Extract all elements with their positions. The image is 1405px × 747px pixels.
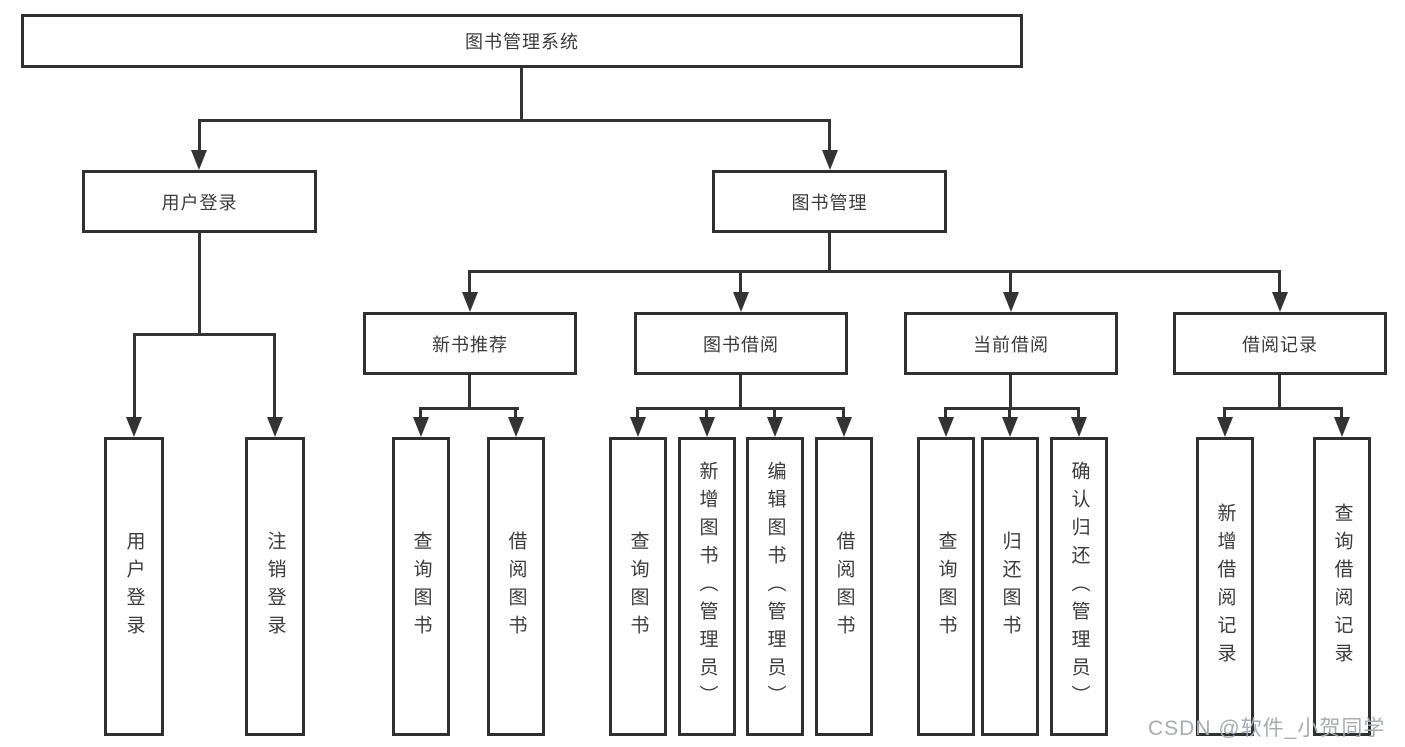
connector-currentborrow-stub-2 [1008,407,1011,419]
arrow-down-icon [1071,417,1087,437]
connector-userlogin-vline [198,233,201,335]
leaf-add-book-admin: 新增图书（管理员） [678,437,736,736]
leaf-query-book-rec-label: 查询图书 [410,530,432,643]
connector-root-stub-left [198,119,201,153]
connector-bookborrow-stub-2 [705,407,708,419]
arrow-down-icon [1334,417,1350,437]
connector-currentborrow-hline [944,407,1080,410]
arrow-down-icon [267,417,283,437]
node-book-mgmt: 图书管理 [712,170,947,233]
connector-root-vline [520,68,523,122]
arrow-down-icon [938,417,954,437]
connector-root-stub-right [828,119,831,153]
node-new-book-rec-label: 新书推荐 [432,334,508,355]
connector-borrowrecords-hline [1223,407,1343,410]
leaf-edit-book-admin-label: 编辑图书（管理员） [764,460,786,713]
node-root: 图书管理系统 [21,14,1023,68]
connector-bookborrow-stub-4 [842,407,845,419]
arrow-down-icon [733,292,749,312]
leaf-query-book-current: 查询图书 [917,437,975,736]
leaf-return-book: 归还图书 [981,437,1039,736]
leaf-query-borrow-record: 查询借阅记录 [1313,437,1371,736]
leaf-query-book-borrow-label: 查询图书 [627,530,649,643]
node-current-borrow: 当前借阅 [904,312,1118,375]
node-user-login-label: 用户登录 [161,192,238,213]
leaf-borrow-book-borrow: 借阅图书 [815,437,873,736]
arrow-down-icon [1217,417,1233,437]
arrow-down-icon [699,417,715,437]
node-borrow-records-label: 借阅记录 [1242,334,1318,355]
node-root-label: 图书管理系统 [465,32,579,52]
connector-currentborrow-vline [1009,375,1012,409]
node-user-login: 用户登录 [82,170,317,233]
connector-newbookrec-vline [468,375,471,409]
csdn-watermark: CSDN @软件_小贺同学 [1148,717,1386,740]
leaf-user-login: 用户登录 [104,437,164,736]
connector-borrowrecords-stub-2 [1340,407,1343,419]
connector-userlogin-stub-right [273,333,276,419]
leaf-logout: 注销登录 [245,437,305,736]
connector-root-hline [198,119,831,122]
connector-borrowrecords-stub-1 [1223,407,1226,419]
connector-currentborrow-stub-3 [1077,407,1080,419]
connector-bookmgmt-stub-1 [468,270,471,294]
arrow-down-icon [836,417,852,437]
node-current-borrow-label: 当前借阅 [973,334,1049,355]
node-new-book-rec: 新书推荐 [363,312,577,375]
arrow-down-icon [508,417,524,437]
connector-bookborrow-hline [636,407,845,410]
leaf-add-borrow-record-label: 新增借阅记录 [1214,502,1236,671]
leaf-query-book-borrow: 查询图书 [609,437,667,736]
connector-bookborrow-stub-3 [773,407,776,419]
arrow-down-icon [767,417,783,437]
connector-bookmgmt-stub-3 [1009,270,1012,294]
leaf-return-book-label: 归还图书 [999,530,1021,643]
arrow-down-icon [191,150,207,170]
connector-newbookrec-hline [419,407,519,410]
connector-userlogin-hline [133,333,276,336]
leaf-edit-book-admin: 编辑图书（管理员） [746,437,804,736]
leaf-borrow-book-rec-label: 借阅图书 [505,530,527,643]
connector-newbookrec-stub-1 [419,407,422,419]
leaf-borrow-book-rec: 借阅图书 [487,437,545,736]
connector-bookmgmt-stub-2 [739,270,742,294]
arrow-down-icon [630,417,646,437]
leaf-borrow-book-borrow-label: 借阅图书 [833,530,855,643]
arrow-down-icon [822,150,838,170]
leaf-query-book-current-label: 查询图书 [935,530,957,643]
node-borrow-records: 借阅记录 [1173,312,1387,375]
node-book-mgmt-label: 图书管理 [791,192,868,213]
leaf-add-borrow-record: 新增借阅记录 [1196,437,1254,736]
connector-bookborrow-vline [739,375,742,409]
arrow-down-icon [1002,417,1018,437]
leaf-confirm-return-admin-label: 确认归还（管理员） [1068,460,1090,713]
arrow-down-icon [1272,292,1288,312]
node-book-borrow-label: 图书借阅 [703,334,779,355]
connector-bookmgmt-stub-4 [1278,270,1281,294]
connector-userlogin-stub-left [133,333,136,419]
leaf-query-borrow-record-label: 查询借阅记录 [1331,502,1353,671]
connector-bookmgmt-hline [468,270,1281,273]
node-book-borrow: 图书借阅 [634,312,848,375]
leaf-logout-label: 注销登录 [264,530,286,643]
leaf-confirm-return-admin: 确认归还（管理员） [1050,437,1108,736]
arrow-down-icon [126,417,142,437]
connector-newbookrec-stub-2 [514,407,517,419]
connector-bookborrow-stub-1 [636,407,639,419]
connector-borrowrecords-vline [1278,375,1281,409]
arrow-down-icon [413,417,429,437]
leaf-query-book-rec: 查询图书 [392,437,450,736]
connector-bookmgmt-vline [828,233,831,272]
arrow-down-icon [1003,292,1019,312]
leaf-add-book-admin-label: 新增图书（管理员） [696,460,718,713]
connector-currentborrow-stub-1 [944,407,947,419]
arrow-down-icon [462,292,478,312]
leaf-user-login-label: 用户登录 [123,530,145,643]
